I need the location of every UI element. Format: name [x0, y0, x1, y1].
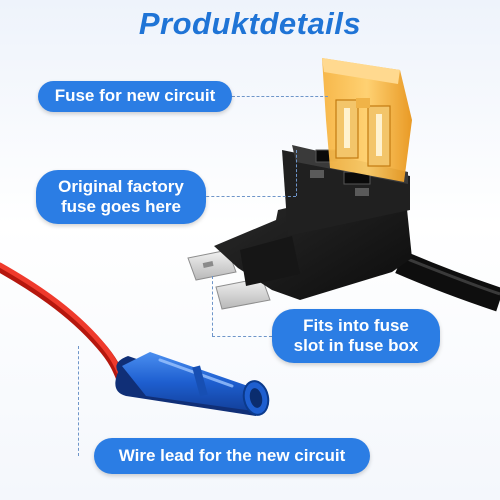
black-cable-icon [395, 250, 500, 312]
red-wire-icon [0, 262, 127, 387]
callout-fits-label: Fits into fuse slot in fuse box [293, 315, 419, 355]
callout-fits: Fits into fuse slot in fuse box [272, 309, 440, 363]
fuse-icon [322, 58, 412, 182]
leader-line-new-fuse [232, 96, 328, 97]
callout-wire-label: Wire lead for the new circuit [118, 445, 346, 465]
callout-new-fuse: Fuse for new circuit [38, 81, 232, 112]
callout-factory-fuse-label: Original factory fuse goes here [58, 176, 184, 216]
callout-new-fuse-label: Fuse for new circuit [54, 86, 216, 106]
page-title: Produktdetails [138, 6, 362, 41]
leader-line-wire [78, 346, 79, 456]
leader-line-fits-v [212, 276, 213, 336]
butt-connector-icon [115, 352, 270, 416]
leader-line-fits-h [212, 336, 272, 337]
blade-terminal-icon [187, 249, 271, 310]
leader-line-factory-fuse-h [196, 196, 296, 197]
callout-wire: Wire lead for the new circuit [94, 438, 370, 474]
leader-line-factory-fuse-v [296, 150, 297, 196]
callout-factory-fuse: Original factory fuse goes here [36, 170, 206, 224]
